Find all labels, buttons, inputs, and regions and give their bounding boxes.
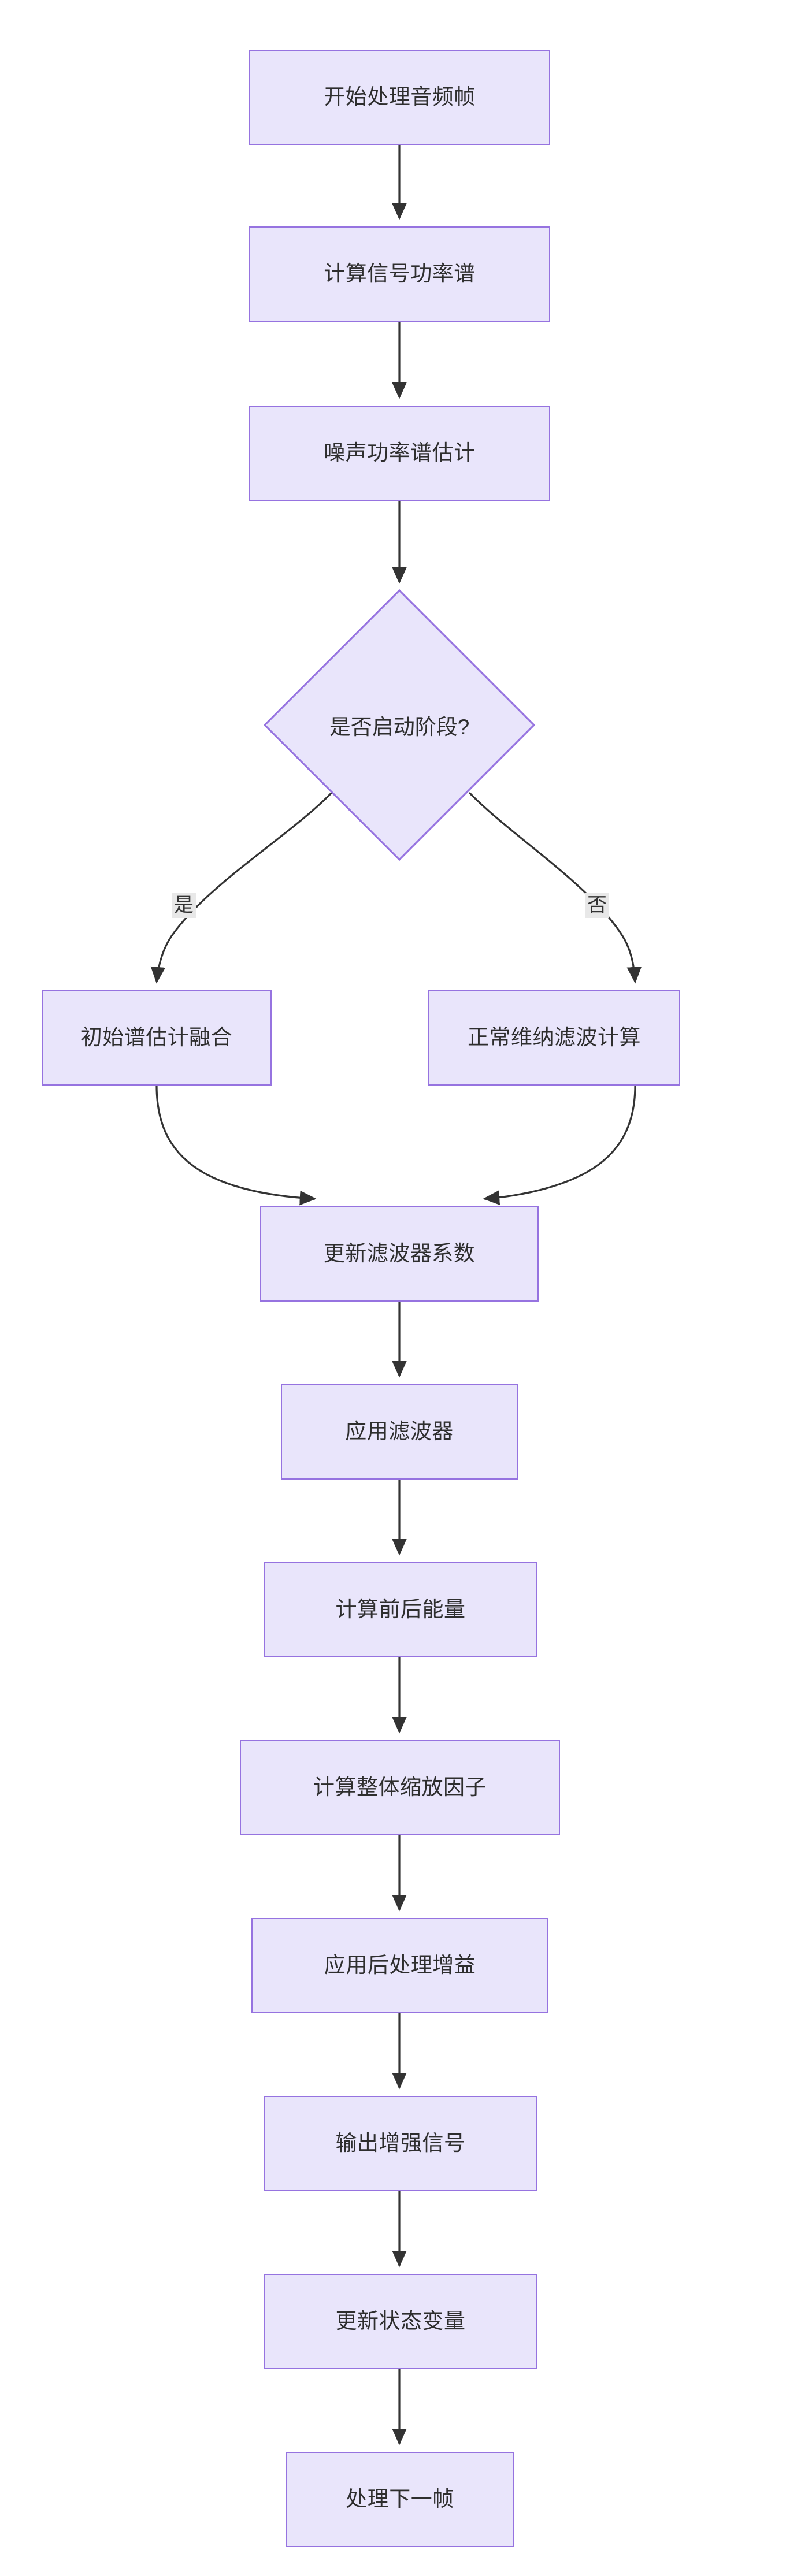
- node-update-coef-label: 更新滤波器系数: [323, 1241, 476, 1266]
- node-update-coef[interactable]: 更新滤波器系数: [260, 1206, 539, 1302]
- node-calc-scale[interactable]: 计算整体缩放因子: [240, 1740, 560, 1835]
- node-init-fusion[interactable]: 初始谱估计融合: [42, 990, 272, 1086]
- edge-init-fusion-to-update-coef: [155, 1085, 317, 1206]
- node-update-state[interactable]: 更新状态变量: [264, 2274, 537, 2369]
- node-post-gain-label: 应用后处理增益: [324, 1953, 476, 1977]
- node-next-frame[interactable]: 处理下一帧: [286, 2452, 514, 2547]
- node-post-gain[interactable]: 应用后处理增益: [251, 1918, 548, 2013]
- node-noise-est-label: 噪声功率谱估计: [324, 441, 476, 465]
- edge-wiener-calc-to-update-coef: [483, 1085, 636, 1205]
- node-power-spec[interactable]: 计算信号功率谱: [249, 226, 550, 322]
- node-output[interactable]: 输出增强信号: [264, 2096, 537, 2191]
- node-start[interactable]: 开始处理音频帧: [249, 50, 550, 145]
- node-calc-energy-label: 计算前后能量: [335, 1597, 466, 1622]
- node-power-spec-label: 计算信号功率谱: [324, 262, 476, 286]
- node-calc-scale-label: 计算整体缩放因子: [313, 1775, 487, 1800]
- edge-label-no: 否: [585, 893, 609, 919]
- node-apply-filter-label: 应用滤波器: [345, 1419, 454, 1444]
- node-init-fusion-label: 初始谱估计融合: [80, 1025, 233, 1050]
- node-update-state-label: 更新状态变量: [335, 2309, 466, 2333]
- node-next-frame-label: 处理下一帧: [346, 2487, 454, 2511]
- node-noise-est[interactable]: 噪声功率谱估计: [249, 406, 550, 501]
- node-apply-filter[interactable]: 应用滤波器: [281, 1384, 518, 1480]
- node-output-label: 输出增强信号: [335, 2131, 466, 2155]
- node-calc-energy[interactable]: 计算前后能量: [264, 1562, 537, 1657]
- edge-label-yes: 是: [172, 893, 196, 919]
- node-is-startup[interactable]: 是否启动阶段?: [264, 589, 535, 861]
- diamond-shape: [264, 589, 535, 861]
- node-start-label: 开始处理音频帧: [324, 85, 476, 109]
- node-wiener-calc-label: 正常维纳滤波计算: [468, 1025, 641, 1050]
- node-is-startup-label: 是否启动阶段?: [329, 715, 470, 739]
- node-wiener-calc[interactable]: 正常维纳滤波计算: [428, 990, 680, 1086]
